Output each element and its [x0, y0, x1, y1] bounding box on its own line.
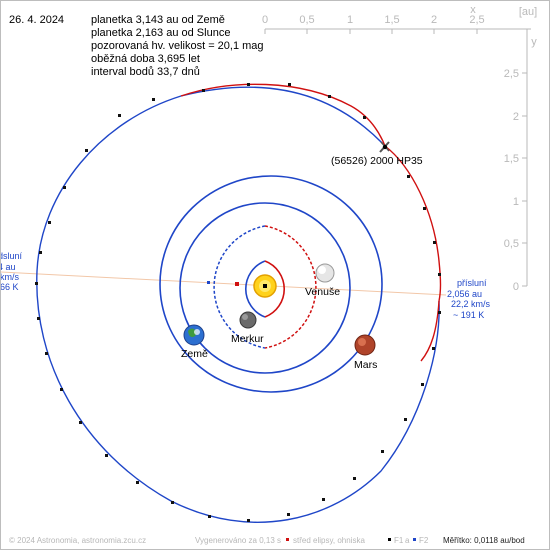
- venus-orbit: [213, 225, 317, 349]
- y-axis: 2,5 2 1,5 1 0,5 0 y: [504, 29, 537, 293]
- venus-label: Venuše: [305, 286, 340, 298]
- date-label: 26. 4. 2024: [9, 14, 64, 26]
- svg-text:pozorovaná hv. velikost = 20,1: pozorovaná hv. velikost = 20,1 mag: [91, 40, 264, 52]
- legend-f1: F1: [394, 536, 404, 545]
- svg-text:planetka 2,163 au od Slunce: planetka 2,163 au od Slunce: [91, 27, 230, 39]
- ellipse-center-marker: [235, 282, 239, 286]
- svg-text:22,2 km/s: 22,2 km/s: [451, 299, 491, 309]
- earth-label: Země: [181, 348, 208, 360]
- legend-a: a: [405, 536, 410, 545]
- mercury-label: Merkur: [231, 333, 264, 345]
- mars-label: Mars: [354, 359, 377, 371]
- focus-f2-marker: [207, 281, 210, 284]
- sun-icon: [253, 274, 277, 298]
- svg-text:4 au: 4 au: [1, 262, 16, 272]
- mars-orbit: [159, 175, 383, 393]
- y-tick-label: 2,5: [504, 68, 519, 80]
- earth-icon: [183, 324, 205, 346]
- svg-text:planetka 3,143 au od Země: planetka 3,143 au od Země: [91, 14, 225, 26]
- asteroid-marker-icon: [379, 141, 390, 153]
- asteroid-label: (56526) 2000 HP35: [331, 155, 423, 167]
- y-axis-label: y: [531, 36, 537, 48]
- legend-f2: F2: [419, 536, 429, 545]
- svg-text:66 K: 66 K: [1, 282, 19, 292]
- x-axis: 0 0,5 1 1,5 2 2,5 x [au]: [262, 4, 537, 34]
- svg-text:km/s: km/s: [1, 272, 19, 282]
- unit-label: [au]: [519, 6, 537, 18]
- y-tick-label: 0,5: [504, 238, 519, 250]
- x-tick-label: 1: [347, 14, 353, 26]
- y-tick-label: 2: [513, 111, 519, 123]
- footer: © 2024 Astronomia, astronomia.zcu.cz Vyg…: [9, 536, 525, 545]
- copyright: © 2024 Astronomia, astronomia.zcu.cz: [9, 536, 146, 545]
- svg-text:2,056 au: 2,056 au: [447, 289, 482, 299]
- svg-text:oběžná doba 3,695 let: oběžná doba 3,695 let: [91, 53, 200, 65]
- generated-time: Vygenerováno za 0,13 s: [195, 536, 281, 545]
- mars-icon: [354, 334, 376, 356]
- legend-center: střed elipsy, ohniska: [293, 536, 365, 545]
- svg-text:odsluní: odsluní: [1, 251, 23, 261]
- orbit-interval-points: [35, 83, 441, 522]
- mercury-orbit: [244, 260, 286, 318]
- mercury-icon: [239, 311, 257, 329]
- apsis-line: [0, 271, 447, 296]
- svg-text:interval bodů 33,7 dnů: interval bodů 33,7 dnů: [91, 66, 200, 78]
- aphelion-annotation: odsluní 4 au km/s 66 K: [0, 251, 23, 292]
- info-panel: planetka 3,143 au od Země planetka 2,163…: [91, 14, 264, 78]
- x-tick-label: 0: [262, 14, 268, 26]
- x-tick-label: 0,5: [299, 14, 314, 26]
- y-tick-label: 0: [513, 281, 519, 293]
- y-tick-label: 1,5: [504, 153, 519, 165]
- x-tick-label: 2,5: [469, 14, 484, 26]
- perihelion-annotation: přísluní 2,056 au 22,2 km/s ~ 191 K: [447, 278, 491, 320]
- x-tick-label: 1,5: [384, 14, 399, 26]
- svg-text:~ 191 K: ~ 191 K: [453, 310, 484, 320]
- scale-label: Měřítko: 0,0118 au/bod: [443, 536, 525, 545]
- y-tick-label: 1: [513, 196, 519, 208]
- svg-text:přísluní: přísluní: [457, 278, 487, 288]
- x-tick-label: 2: [431, 14, 437, 26]
- earth-orbit: [179, 202, 351, 374]
- x-axis-label: x: [470, 4, 476, 16]
- venus-icon: [315, 263, 335, 283]
